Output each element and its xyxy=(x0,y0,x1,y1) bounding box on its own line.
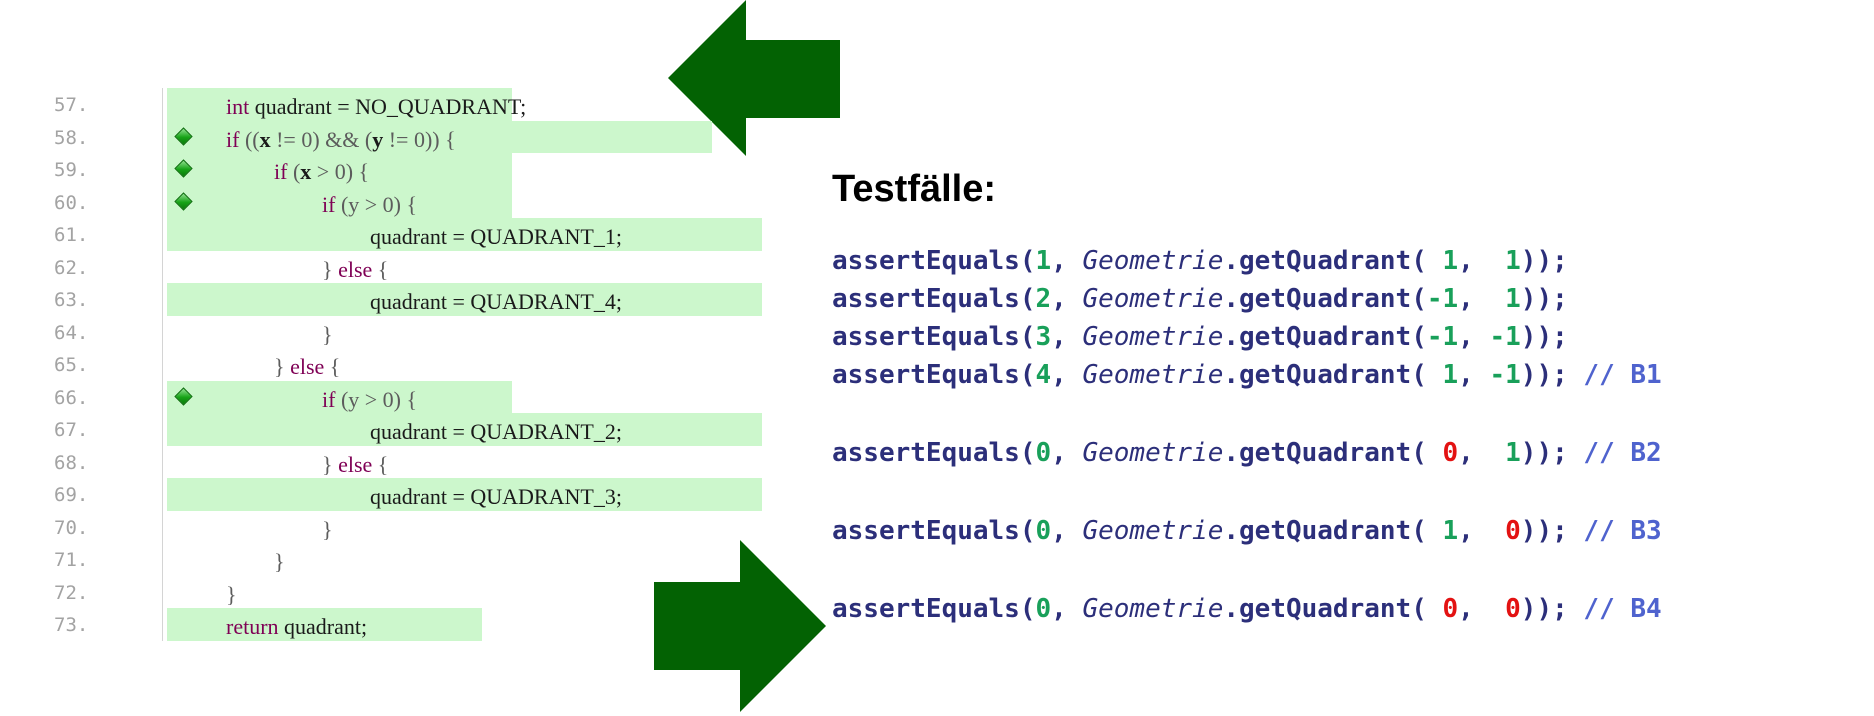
code-text: } xyxy=(322,516,333,542)
line-number: 65. xyxy=(54,354,89,376)
code-text: } else { xyxy=(274,354,341,379)
test-case-line: assertEquals(0, Geometrie.getQuadrant( 0… xyxy=(832,438,1662,468)
gutter-divider xyxy=(162,250,163,283)
line-number: 60. xyxy=(54,191,89,214)
test-case-line: assertEquals(0, Geometrie.getQuadrant( 1… xyxy=(832,516,1662,546)
code-text: return quadrant; xyxy=(226,614,368,639)
coverage-highlight xyxy=(167,185,512,218)
coverage-highlight xyxy=(167,153,512,186)
gutter-divider xyxy=(162,543,163,576)
code-text: if (y > 0) { xyxy=(322,386,418,412)
gutter-divider xyxy=(162,218,163,251)
gutter-divider xyxy=(162,120,163,153)
gutter-divider xyxy=(162,510,163,543)
coverage-highlight xyxy=(167,120,712,153)
line-number: 59. xyxy=(54,159,89,181)
line-number: 68. xyxy=(54,451,89,474)
right-arrow-icon xyxy=(654,540,826,712)
gutter-divider xyxy=(162,413,163,446)
line-number: 73. xyxy=(54,614,89,636)
code-text: quadrant = QUADRANT_4; xyxy=(370,289,622,314)
gutter-divider xyxy=(162,348,163,381)
line-number: 67. xyxy=(54,419,89,441)
line-number: 72. xyxy=(54,581,89,604)
coverage-highlight xyxy=(167,413,762,446)
gutter-divider xyxy=(162,575,163,608)
line-number: 69. xyxy=(54,484,89,506)
test-case-line: assertEquals(3, Geometrie.getQuadrant(-1… xyxy=(832,322,1568,352)
coverage-highlight xyxy=(167,608,482,641)
code-text: quadrant = QUADRANT_3; xyxy=(370,484,622,509)
tests-title: Testfälle: xyxy=(832,168,997,210)
test-case-line: assertEquals(2, Geometrie.getQuadrant(-1… xyxy=(832,284,1568,314)
gutter-divider xyxy=(162,283,163,316)
coverage-highlight xyxy=(167,380,512,413)
code-text: } else { xyxy=(322,256,389,282)
gutter-divider xyxy=(162,185,163,218)
code-text: if (y > 0) { xyxy=(322,191,418,217)
coverage-highlight xyxy=(167,218,762,251)
coverage-highlight xyxy=(167,88,512,121)
line-number: 61. xyxy=(54,224,89,246)
line-number: 71. xyxy=(54,549,89,571)
test-case-line: assertEquals(1, Geometrie.getQuadrant( 1… xyxy=(832,246,1568,276)
line-number: 62. xyxy=(54,256,89,279)
gutter-divider xyxy=(162,478,163,511)
line-number: 66. xyxy=(54,386,89,409)
left-arrow-icon xyxy=(668,0,840,156)
line-number: 64. xyxy=(54,321,89,344)
gutter-divider xyxy=(162,88,163,121)
code-text: } xyxy=(274,549,285,574)
code-text: } xyxy=(226,581,237,607)
code-text: quadrant = QUADRANT_2; xyxy=(370,419,622,444)
line-number: 57. xyxy=(54,94,89,116)
coverage-highlight xyxy=(167,283,762,316)
gutter-divider xyxy=(162,153,163,186)
code-text: } xyxy=(322,321,333,347)
code-text: if ((x != 0) && (y != 0)) { xyxy=(226,126,456,152)
code-text: int quadrant = NO_QUADRANT; xyxy=(226,94,527,119)
gutter-divider xyxy=(162,380,163,413)
test-case-line: assertEquals(0, Geometrie.getQuadrant( 0… xyxy=(832,594,1662,624)
gutter-divider xyxy=(162,445,163,478)
gutter-divider xyxy=(162,315,163,348)
code-text: if (x > 0) { xyxy=(274,159,370,184)
gutter-divider xyxy=(162,608,163,641)
line-number: 58. xyxy=(54,126,89,149)
line-number: 63. xyxy=(54,289,89,311)
code-text: quadrant = QUADRANT_1; xyxy=(370,224,622,249)
line-number: 70. xyxy=(54,516,89,539)
coverage-highlight xyxy=(167,478,762,511)
test-case-line: assertEquals(4, Geometrie.getQuadrant( 1… xyxy=(832,360,1662,390)
code-text: } else { xyxy=(322,451,389,477)
